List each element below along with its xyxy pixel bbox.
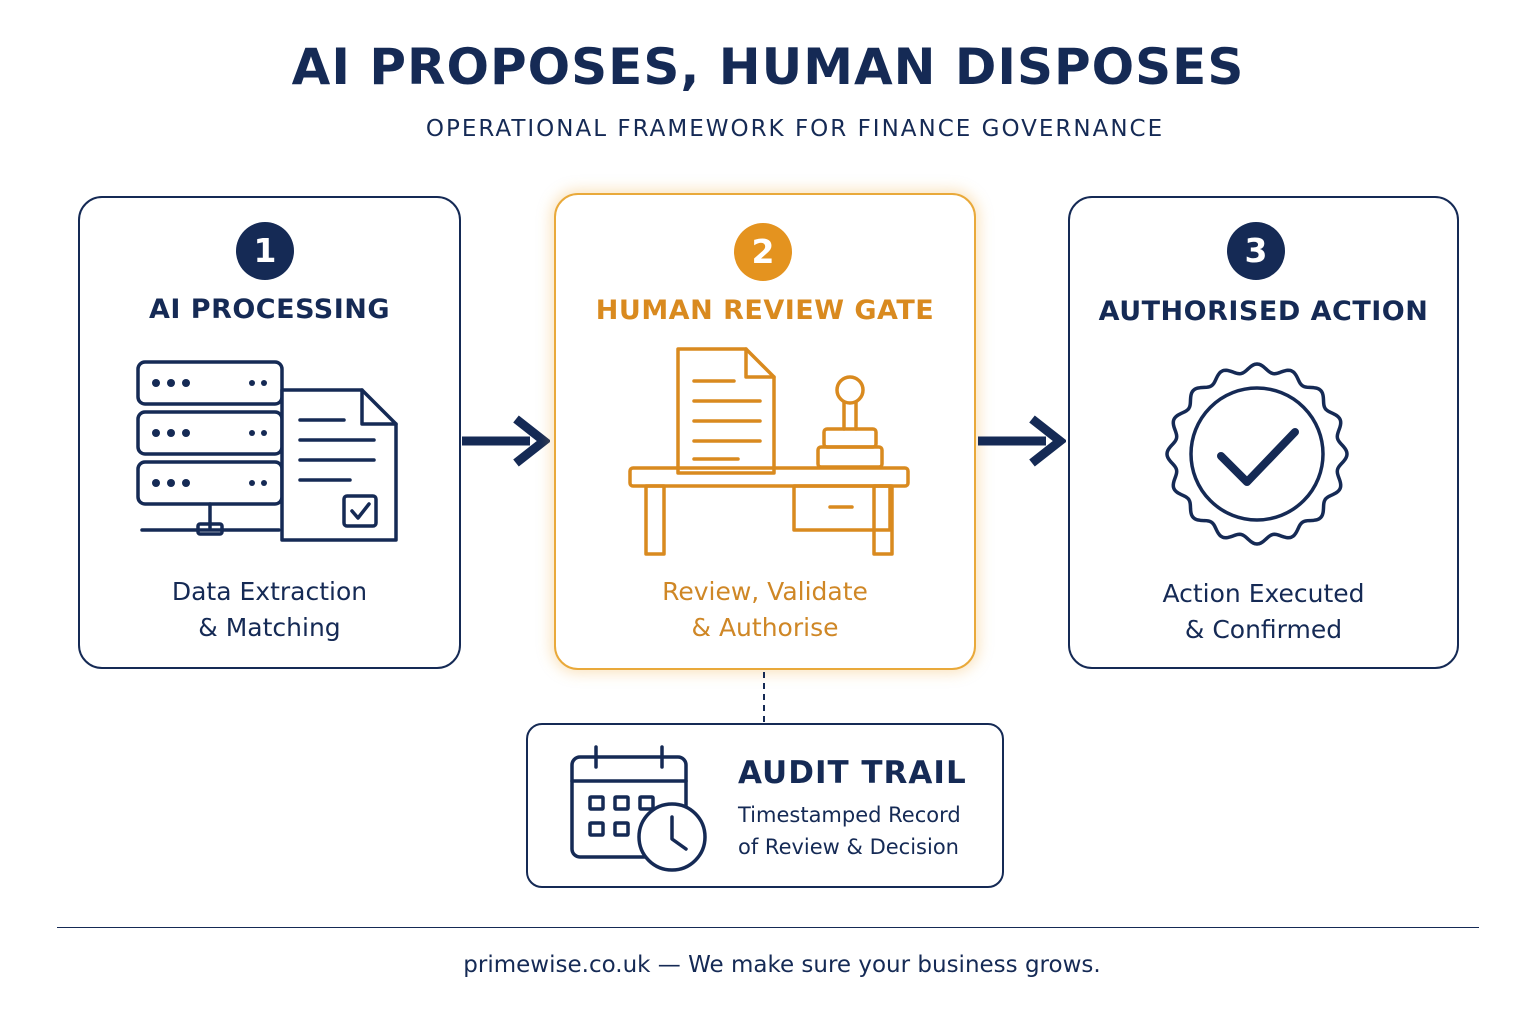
step-card-human-review-gate: 2 HUMAN REVIEW GATE Review, Validate & A… bbox=[554, 193, 976, 670]
step-card-ai-processing: 1 AI PROCESSING Data Extraction & Matchi… bbox=[78, 196, 461, 669]
arrow-right-icon bbox=[978, 415, 1066, 467]
footer-text: primewise.co.uk — We make sure your busi… bbox=[463, 952, 1101, 978]
page-title: AI PROPOSES, HUMAN DISPOSES bbox=[291, 38, 1245, 96]
step-description: Review, Validate & Authorise bbox=[662, 577, 868, 642]
audit-title: AUDIT TRAIL bbox=[738, 755, 967, 791]
footer-divider bbox=[57, 927, 1479, 928]
arrow-right-icon bbox=[462, 415, 550, 467]
dashed-connector bbox=[763, 672, 765, 722]
step-description: Action Executed & Confirmed bbox=[1162, 579, 1365, 644]
step-title: HUMAN REVIEW GATE bbox=[595, 295, 935, 326]
desk-stamp-icon bbox=[628, 347, 910, 556]
step-badge: 3 bbox=[1227, 222, 1285, 280]
step-badge: 1 bbox=[236, 222, 294, 280]
check-seal-icon bbox=[1165, 362, 1349, 546]
step-badge: 2 bbox=[734, 223, 792, 281]
step-title: AUTHORISED ACTION bbox=[1098, 296, 1429, 327]
step-title: AI PROCESSING bbox=[148, 294, 391, 325]
audit-description: Timestamped Record of Review & Decision bbox=[738, 803, 961, 859]
calendar-clock-icon bbox=[570, 745, 707, 872]
page-subtitle: OPERATIONAL FRAMEWORK FOR FINANCE GOVERN… bbox=[425, 116, 1165, 142]
step-description: Data Extraction & Matching bbox=[171, 577, 368, 642]
audit-trail-box: AUDIT TRAIL Timestamped Record of Review… bbox=[526, 723, 1004, 888]
server-document-icon bbox=[136, 360, 398, 542]
step-card-authorised-action: 3 AUTHORISED ACTION Action Executed & Co… bbox=[1068, 196, 1459, 669]
